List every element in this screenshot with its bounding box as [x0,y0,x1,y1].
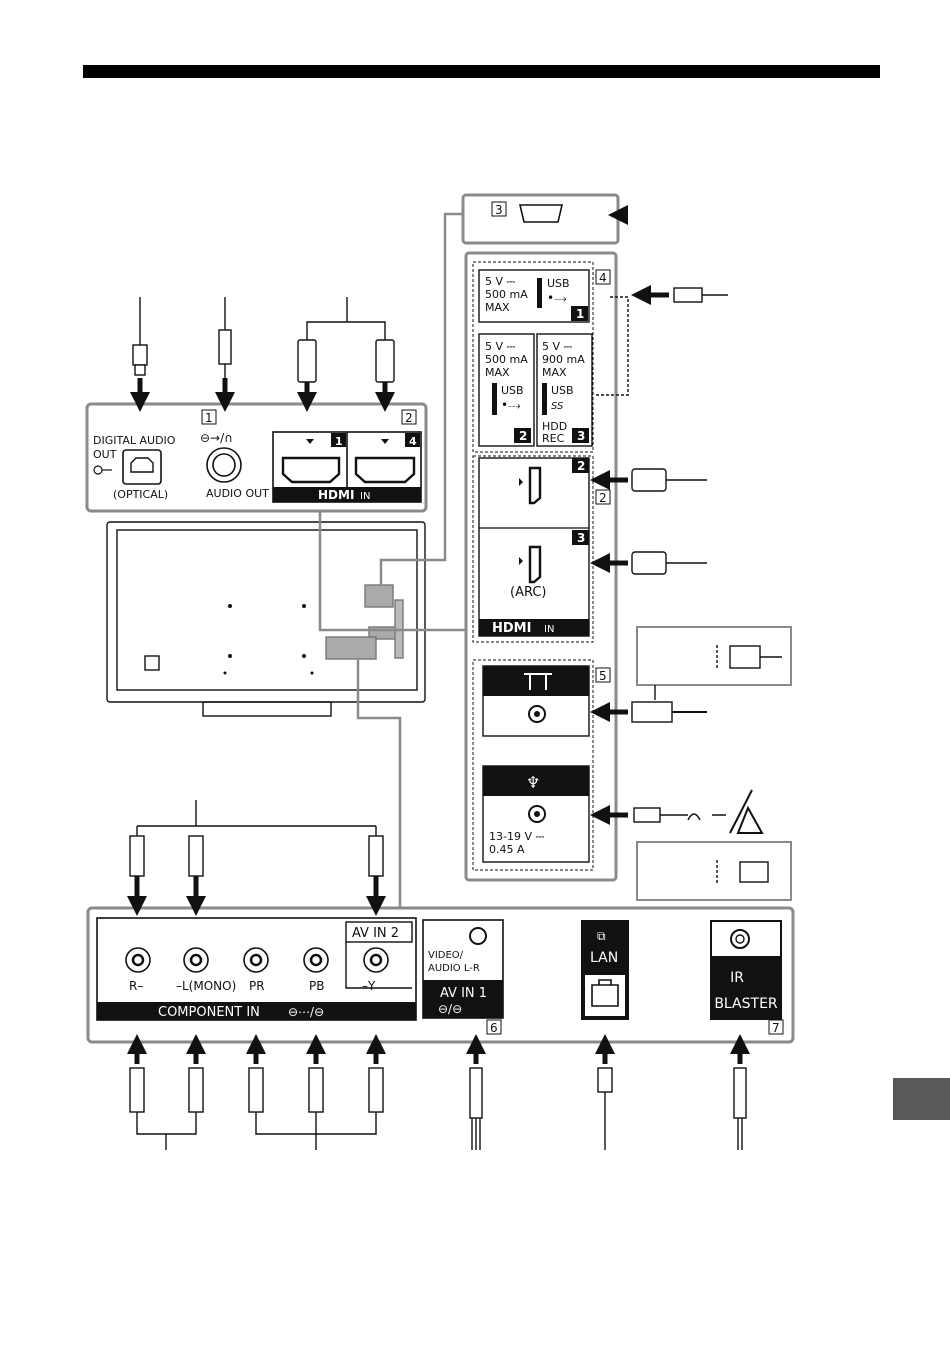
svg-text:IN: IN [544,624,554,635]
svg-text:⊖→/∩: ⊖→/∩ [200,431,233,445]
svg-text:USB: USB [501,384,524,397]
tv-back [107,522,425,716]
ir-label: IR [730,970,744,986]
svg-text:MAX: MAX [542,366,567,379]
satellite-icon: ♆ [526,773,540,792]
right-panel: 3 4 5 V ⎓ 500 mA MAX USB •⤏ 1 5 V ⎓ 500 … [463,195,626,880]
svg-text:3: 3 [577,429,585,443]
svg-text:5 V ⎓: 5 V ⎓ [542,340,573,353]
hdmi-port-4-num: 4 [409,435,417,448]
digital-audio-label: DIGITAL AUDIO [93,434,176,447]
arc-label: (ARC) [510,585,547,600]
svg-text:5 V ⎓: 5 V ⎓ [485,275,516,288]
av-in2-label: AV IN 2 [352,926,399,941]
svg-text:USB: USB [547,277,570,290]
svg-text:1: 1 [576,307,584,321]
callout-6: 6 [490,1021,498,1035]
svg-text:SS: SS [551,401,564,412]
callout-2: 2 [405,411,413,425]
top-cables [133,297,394,402]
component-in-label: COMPONENT IN [158,1005,260,1020]
svg-text:–Y: –Y [362,979,376,993]
av-in1-jack[interactable] [470,928,486,944]
rca-jacks[interactable] [126,948,388,972]
svg-text:3: 3 [577,531,585,545]
callout-7: 7 [772,1021,780,1035]
headphone-jack[interactable] [207,448,241,482]
bottom-cables [130,800,746,1150]
svg-text:PB: PB [309,979,324,993]
svg-text:MAX: MAX [485,366,510,379]
callout-1: 1 [205,411,213,425]
hdmi-port-1-num: 1 [335,435,343,448]
usb-port-3[interactable] [542,383,547,415]
hdmi-in-label: IN [360,491,370,502]
blaster-label: BLASTER [714,996,778,1012]
callout-4: 4 [599,271,607,285]
right-cables [595,288,791,900]
callout-2-right: 2 [599,491,607,505]
arrow-out-icon [94,466,112,474]
network-icon: ⧉ [597,929,606,943]
svg-text:5 V ⎓: 5 V ⎓ [485,340,516,353]
digital-audio-out-label: OUT [93,448,117,461]
callout-3: 3 [495,203,503,217]
svg-text:2: 2 [577,459,585,473]
callout-5: 5 [599,669,607,683]
svg-text:REC: REC [542,432,565,445]
svg-text:USB: USB [551,384,574,397]
audio-out-label: AUDIO OUT [206,487,269,500]
svg-text:⊖/⊖: ⊖/⊖ [438,1002,462,1016]
svg-text:PR: PR [249,979,265,993]
bottom-panel: COMPONENT IN ⊖⋯/⊖ AV IN 2 R– –L(MONO) PR… [88,908,793,1042]
svg-text:VIDEO/: VIDEO/ [428,950,464,961]
svg-text:0.45 A: 0.45 A [489,843,525,856]
hdmi-port-2[interactable] [530,468,540,503]
svg-text:AUDIO L-R: AUDIO L-R [428,963,480,974]
header-bar [83,65,880,78]
optical-label: (OPTICAL) [113,488,168,501]
svg-text:500 mA: 500 mA [485,288,528,301]
side-tab [893,1078,950,1120]
svg-text:•⤏: •⤏ [501,398,521,412]
svg-text:⊖⋯/⊖: ⊖⋯/⊖ [288,1005,324,1019]
av-in1-label: AV IN 1 [440,986,487,1001]
usb-port-1[interactable] [537,278,542,308]
svg-text:2: 2 [519,429,527,443]
lan-label: LAN [590,950,618,966]
svg-text:HDMI: HDMI [492,621,531,636]
svg-text:13-19 V ⎓: 13-19 V ⎓ [489,830,544,843]
usb-icon: •⤏ [547,291,567,305]
hdmi-logo: HDMI [318,488,354,502]
svg-text:R–: R– [129,979,143,993]
svg-text:900 mA: 900 mA [542,353,585,366]
usb-port-2[interactable] [492,383,497,415]
svg-text:500 mA: 500 mA [485,353,528,366]
hdmi-port-1[interactable] [283,458,339,482]
top-connector-panel: DIGITAL AUDIO OUT (OPTICAL) ⊖→/∩ AUDIO O… [87,404,426,511]
svg-text:MAX: MAX [485,301,510,314]
ir-receiver-icon [520,205,562,222]
guide-lines [320,214,465,908]
hdmi-port-4[interactable] [356,458,414,482]
satellite-dish-icon [730,790,762,833]
svg-text:–L(MONO): –L(MONO) [176,979,236,993]
optical-port[interactable] [123,450,161,484]
hdmi-port-3[interactable] [530,547,540,582]
